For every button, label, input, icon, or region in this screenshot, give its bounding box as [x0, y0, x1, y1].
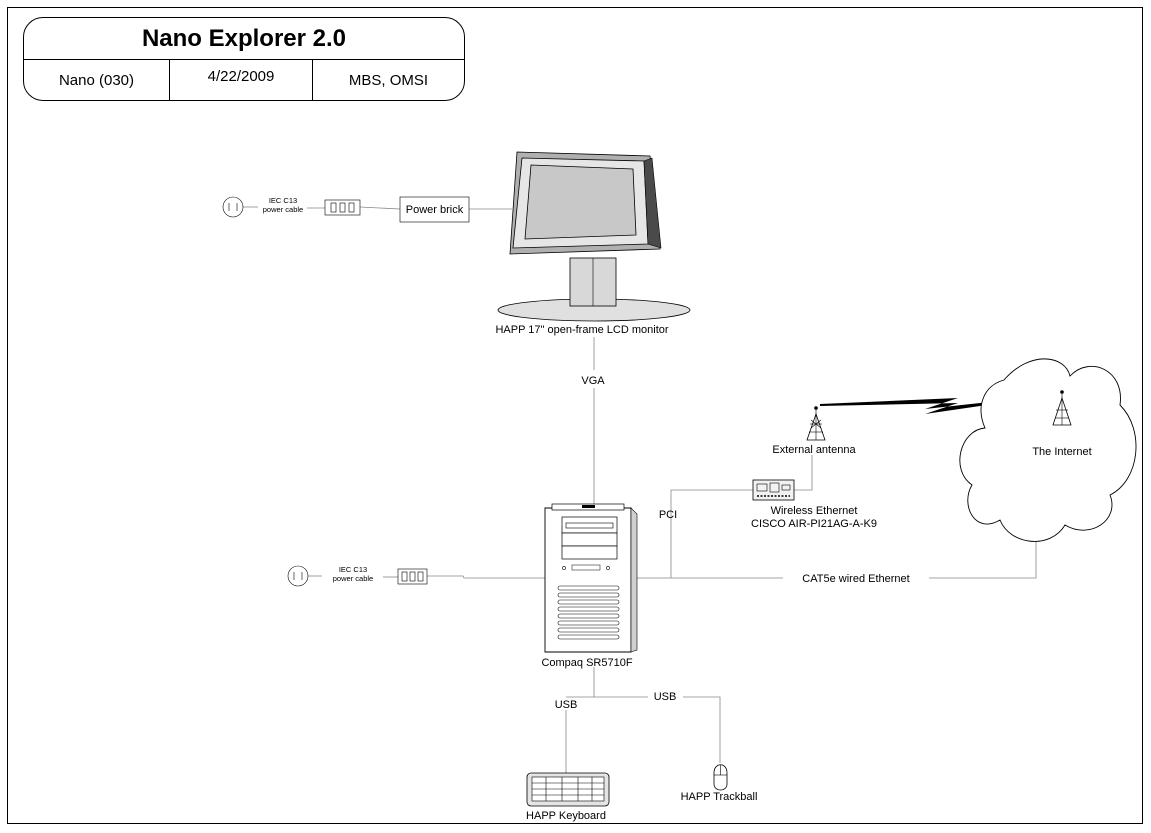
- keyboard-label: HAPP Keyboard: [526, 810, 606, 822]
- computer-label: Compaq SR5710F: [541, 657, 632, 669]
- usb-trackball-line: [683, 696, 721, 763]
- power-cable-top-line1: IEC C13: [269, 196, 297, 205]
- project-code: Nano (030): [24, 60, 170, 100]
- cat5e-line-right: [929, 532, 1037, 579]
- antenna-tower-icon: [806, 406, 826, 441]
- trackball-icon: [713, 764, 728, 791]
- power-cable-top-line2: power cable: [263, 205, 303, 214]
- cable-top-mid: [359, 206, 401, 210]
- lcd-monitor-icon: [497, 151, 691, 322]
- trackball-label: HAPP Trackball: [681, 791, 758, 803]
- title-block: Nano Explorer 2.0 Nano (030) 4/22/2009 M…: [23, 17, 465, 101]
- power-brick-box: [399, 196, 470, 223]
- internet-cloud-icon: [959, 358, 1137, 542]
- iec-connector-top-icon: [324, 199, 361, 216]
- power-cable-bottom-line1: IEC C13: [339, 565, 367, 574]
- computer-tower-icon: [544, 503, 638, 653]
- external-antenna-label: External antenna: [772, 444, 856, 456]
- wireless-label-line1: Wireless Ethernet: [771, 505, 858, 517]
- wireless-card-icon: [752, 479, 795, 501]
- wireless-link-bolt: [820, 394, 1063, 414]
- power-plug-top-icon: [222, 196, 244, 218]
- page-border: [7, 7, 1143, 824]
- diagram-author: MBS, OMSI: [348, 72, 429, 89]
- antenna-cable: [794, 455, 813, 491]
- diagram-title: Nano Explorer 2.0: [24, 18, 464, 60]
- cat5e-label: CAT5e wired Ethernet: [802, 573, 909, 585]
- pci-label: PCI: [659, 509, 677, 521]
- wireless-label-line2: CISCO AIR-PI21AG-A-K9: [751, 518, 877, 530]
- power-cable-bottom-line2: power cable: [333, 574, 373, 583]
- power-plug-bottom-icon: [287, 565, 309, 587]
- monitor-label: HAPP 17" open-frame LCD monitor: [495, 324, 668, 336]
- connector-lines: [243, 206, 1037, 773]
- pci-line: [670, 489, 753, 578]
- usb-trackball-label: USB: [654, 691, 677, 703]
- vga-label: VGA: [581, 375, 605, 387]
- iec-connector-bottom-icon: [397, 568, 428, 585]
- diagram-date: 4/22/2009: [170, 60, 313, 100]
- cable-bottom-computer: [427, 575, 545, 579]
- usb-keyboard-label: USB: [555, 699, 578, 711]
- keyboard-icon: [526, 772, 610, 807]
- power-brick-label: Power brick: [406, 204, 464, 216]
- internet-label: The Internet: [1032, 446, 1091, 458]
